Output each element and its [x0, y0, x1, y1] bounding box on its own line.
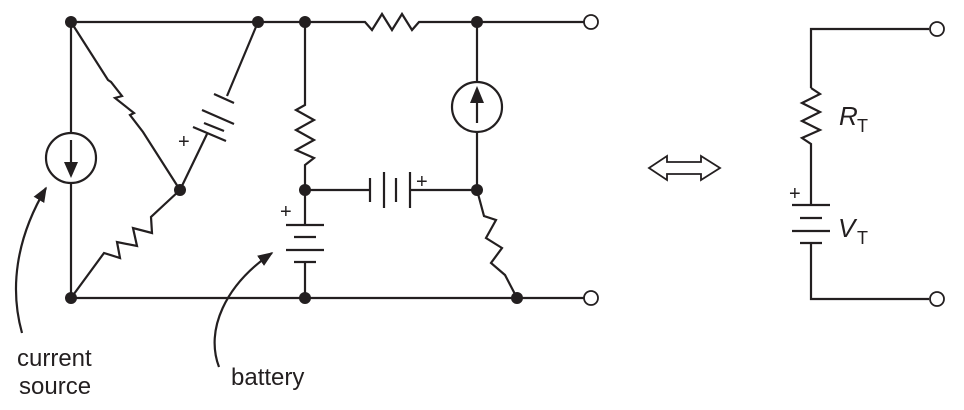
- battery-diagonal: [192, 92, 235, 143]
- polarity-plus: +: [280, 201, 292, 223]
- wire-thevenin-bottom: [809, 243, 929, 301]
- label-vt-subscript: T: [857, 228, 868, 248]
- battery-thevenin: [792, 203, 830, 245]
- wire-battery-diagonal: [179, 21, 260, 191]
- resistor-top: [360, 11, 590, 33]
- junction-dot: [299, 16, 311, 28]
- pointer-arrow-icon: [213, 252, 274, 368]
- junction-dots: [65, 16, 523, 304]
- battery-vertical: [286, 223, 324, 264]
- annotation-current-source: current source: [14, 186, 92, 400]
- label-vt-symbol: V: [838, 213, 858, 243]
- label-rt-subscript: T: [857, 116, 868, 136]
- arrow-up-icon: [470, 86, 484, 103]
- junction-dot: [471, 16, 483, 28]
- pointer-arrow-icon: [14, 186, 47, 334]
- complex-network: + + +: [44, 11, 599, 306]
- junction-dot: [65, 16, 77, 28]
- junction-dot: [511, 292, 523, 304]
- equivalence-double-arrow-icon: [647, 154, 722, 182]
- label-vt: V T: [838, 213, 868, 248]
- output-terminal-top: [583, 14, 599, 30]
- wire-thevenin-top: [809, 27, 929, 88]
- arrow-down-icon: [64, 162, 78, 178]
- resistor-thevenin: [799, 87, 823, 205]
- thevenin-terminal-bottom: [929, 291, 945, 307]
- junction-dot: [252, 16, 264, 28]
- junction-dot: [471, 184, 483, 196]
- junction-dot: [299, 184, 311, 196]
- thevenin-equivalent: + R T V T: [789, 21, 945, 307]
- junction-dot: [174, 184, 186, 196]
- resistor-lower-right: [475, 189, 518, 299]
- junction-dot: [65, 292, 77, 304]
- annotation-text: current: [17, 345, 92, 372]
- resistor-diagonal-lower: [70, 189, 181, 299]
- thevenin-terminal-top: [929, 21, 945, 37]
- annotation-battery: battery: [213, 252, 304, 391]
- annotation-text: source: [19, 373, 91, 400]
- battery-horizontal: [368, 172, 412, 208]
- polarity-plus: +: [789, 183, 801, 205]
- polarity-plus: +: [178, 131, 190, 153]
- annotation-text: battery: [231, 364, 304, 391]
- resistor-vertical-middle: [293, 22, 317, 190]
- junction-dot: [299, 292, 311, 304]
- label-rt-symbol: R: [839, 101, 858, 131]
- current-source-down: [44, 131, 98, 185]
- resistor-diagonal-upper: [70, 21, 181, 191]
- output-terminal-bottom: [583, 290, 599, 306]
- polarity-plus: +: [416, 171, 428, 193]
- current-source-up: [450, 80, 504, 134]
- label-rt: R T: [839, 101, 868, 136]
